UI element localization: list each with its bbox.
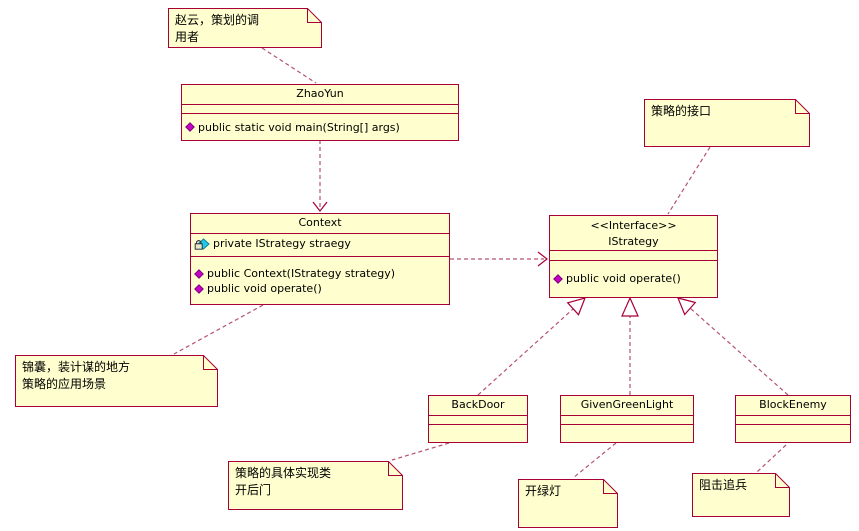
note-fold-icon bbox=[203, 355, 218, 370]
public-method-icon bbox=[194, 268, 204, 279]
triangle-backdoor-istrategy bbox=[566, 297, 586, 316]
connector-backdoor-istrategy-realization bbox=[477, 308, 574, 396]
class-context-methods: public Context(IStrategy strategy) publi… bbox=[191, 257, 449, 304]
attribute-label: private IStrategy straegy bbox=[213, 237, 351, 250]
public-method-icon bbox=[194, 283, 204, 294]
public-method-icon bbox=[553, 273, 563, 284]
method-row: public Context(IStrategy strategy) bbox=[191, 267, 449, 280]
note-greenlight: 开绿灯 bbox=[518, 479, 618, 528]
triangle-greenlight-istrategy bbox=[621, 296, 639, 317]
class-backdoor-attributes bbox=[429, 416, 527, 425]
note-blockenemy: 阻击追兵 bbox=[692, 473, 790, 517]
class-istrategy-title: <<Interface>> IStrategy bbox=[550, 216, 717, 251]
method-label: public Context(IStrategy strategy) bbox=[207, 267, 396, 280]
note-blockenemy-text: 阻击追兵 bbox=[699, 478, 748, 492]
connector-blockenemy-istrategy-realization bbox=[689, 307, 789, 396]
note-zhaoyun-caller: 赵云，策划的调 用者 bbox=[168, 8, 322, 48]
class-blockenemy-attributes bbox=[736, 416, 850, 425]
note-greenlight-text: 开绿灯 bbox=[525, 484, 562, 498]
note-zhaoyun-caller-text: 赵云，策划的调 用者 bbox=[175, 13, 260, 44]
note-fold-icon bbox=[795, 99, 810, 114]
note-fold-icon bbox=[307, 8, 322, 23]
triangle-blockenemy-istrategy bbox=[676, 297, 697, 316]
class-istrategy: <<Interface>> IStrategy public void oper… bbox=[549, 215, 718, 298]
class-backdoor-title: BackDoor bbox=[429, 396, 527, 416]
method-row: public void operate() bbox=[191, 282, 449, 295]
method-label: public static void main(String[] args) bbox=[198, 120, 400, 134]
class-context-title: Context bbox=[191, 214, 449, 234]
method-label: public void operate() bbox=[207, 282, 322, 295]
connector-backdoor-note bbox=[391, 442, 450, 461]
private-attribute-icon bbox=[194, 237, 210, 250]
class-givengreenlight-title: GivenGreenLight bbox=[561, 396, 693, 416]
class-zhaoyun-title: ZhaoYun bbox=[182, 85, 458, 105]
class-context-attributes: private IStrategy straegy bbox=[191, 234, 449, 257]
class-blockenemy-title: BlockEnemy bbox=[736, 396, 850, 416]
class-zhaoyun: ZhaoYun public static void main(String[]… bbox=[181, 84, 459, 141]
method-label: public void operate() bbox=[566, 272, 681, 285]
note-strategy-interface: 策略的接口 bbox=[644, 99, 810, 147]
connector-blockenemy-note bbox=[756, 444, 787, 473]
class-istrategy-methods: public void operate() bbox=[550, 261, 717, 296]
note-fold-icon bbox=[603, 479, 618, 494]
public-method-icon bbox=[185, 122, 195, 132]
method-row: public void operate() bbox=[550, 272, 717, 285]
note-fold-icon bbox=[775, 473, 790, 488]
class-istrategy-stereotype: <<Interface>> bbox=[590, 219, 677, 232]
method-row: public static void main(String[] args) bbox=[182, 121, 458, 134]
class-backdoor: BackDoor bbox=[428, 395, 528, 443]
class-istrategy-attributes bbox=[550, 251, 717, 261]
note-strategy-interface-text: 策略的接口 bbox=[651, 104, 712, 118]
note-backdoor-impl: 策略的具体实现类 开后门 bbox=[228, 461, 403, 510]
connector-note-interface bbox=[667, 146, 711, 215]
connector-note-zhaoyun bbox=[261, 47, 317, 84]
class-givengreenlight-attributes bbox=[561, 416, 693, 425]
connector-context-note-jinnang bbox=[173, 304, 264, 355]
class-context: Context private IStrategy straegy public… bbox=[190, 213, 450, 305]
class-zhaoyun-methods: public static void main(String[] args) bbox=[182, 114, 458, 140]
note-jinnang-scene: 锦囊，装计谋的地方 策略的应用场景 bbox=[15, 355, 218, 407]
arrowhead-zhaoyun-context bbox=[312, 201, 328, 212]
note-jinnang-scene-text: 锦囊，装计谋的地方 策略的应用场景 bbox=[22, 360, 131, 391]
class-givengreenlight: GivenGreenLight bbox=[560, 395, 694, 443]
note-backdoor-impl-text: 策略的具体实现类 开后门 bbox=[235, 466, 332, 497]
connector-greenlight-note bbox=[572, 442, 617, 479]
arrowhead-context-istrategy bbox=[537, 251, 548, 267]
attribute-row: private IStrategy straegy bbox=[191, 237, 449, 250]
note-fold-icon bbox=[388, 461, 403, 476]
class-istrategy-name: IStrategy bbox=[608, 235, 659, 248]
class-blockenemy: BlockEnemy bbox=[735, 395, 851, 443]
class-zhaoyun-attributes bbox=[182, 105, 458, 114]
